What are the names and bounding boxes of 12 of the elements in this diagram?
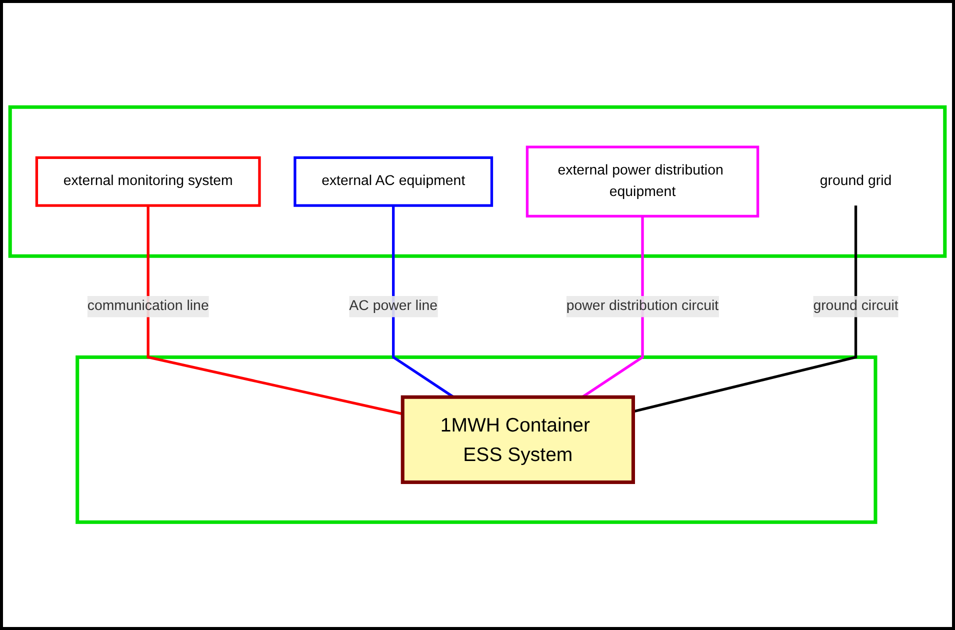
cluster	[8, 106, 947, 258]
node-box: external monitoring system	[35, 156, 261, 208]
connector	[146, 206, 403, 416]
edge-label: ground circuit	[813, 299, 898, 314]
edge-label: communication line	[87, 299, 209, 314]
node-box: external AC equipment	[294, 156, 494, 208]
cluster	[76, 356, 878, 524]
node-box: 1MWH Container ESS System	[400, 396, 635, 484]
node-box: external power distribution equipment	[526, 146, 760, 218]
edge-label: power distribution circuit	[566, 299, 719, 314]
edge-label: AC power line	[349, 299, 438, 314]
node-text: ground grid	[820, 174, 892, 190]
